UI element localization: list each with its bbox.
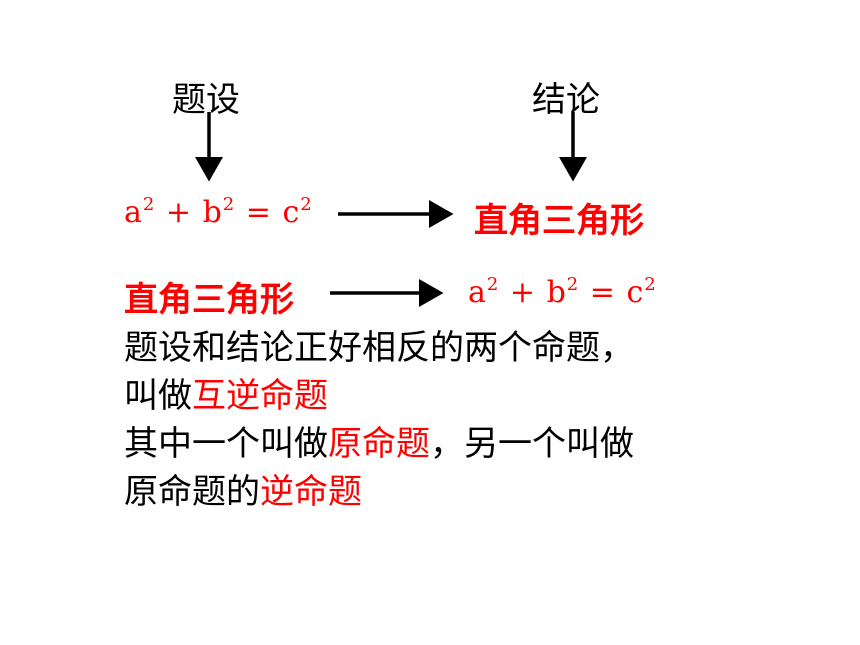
- hypothesis-label: 题设: [172, 80, 240, 120]
- term-converse-proposition: 逆命题: [260, 472, 362, 512]
- statement1-conclusion: 直角三角形: [474, 201, 644, 241]
- statement2-hypothesis: 直角三角形: [124, 280, 294, 320]
- text-line-3: 其中一个叫做原命题，另一个叫做: [124, 424, 634, 464]
- term-converse-propositions: 互逆命题: [192, 376, 328, 416]
- term-original-proposition: 原命题: [328, 424, 430, 464]
- text-line-2: 叫做互逆命题: [124, 376, 328, 416]
- statement1-formula: a2 + b2 = c2: [124, 194, 313, 230]
- text-line-4: 原命题的逆命题: [124, 472, 362, 512]
- conclusion-label: 结论: [532, 80, 600, 120]
- statement2-formula: a2 + b2 = c2: [468, 274, 657, 310]
- text-line-1: 题设和结论正好相反的两个命题，: [124, 328, 634, 368]
